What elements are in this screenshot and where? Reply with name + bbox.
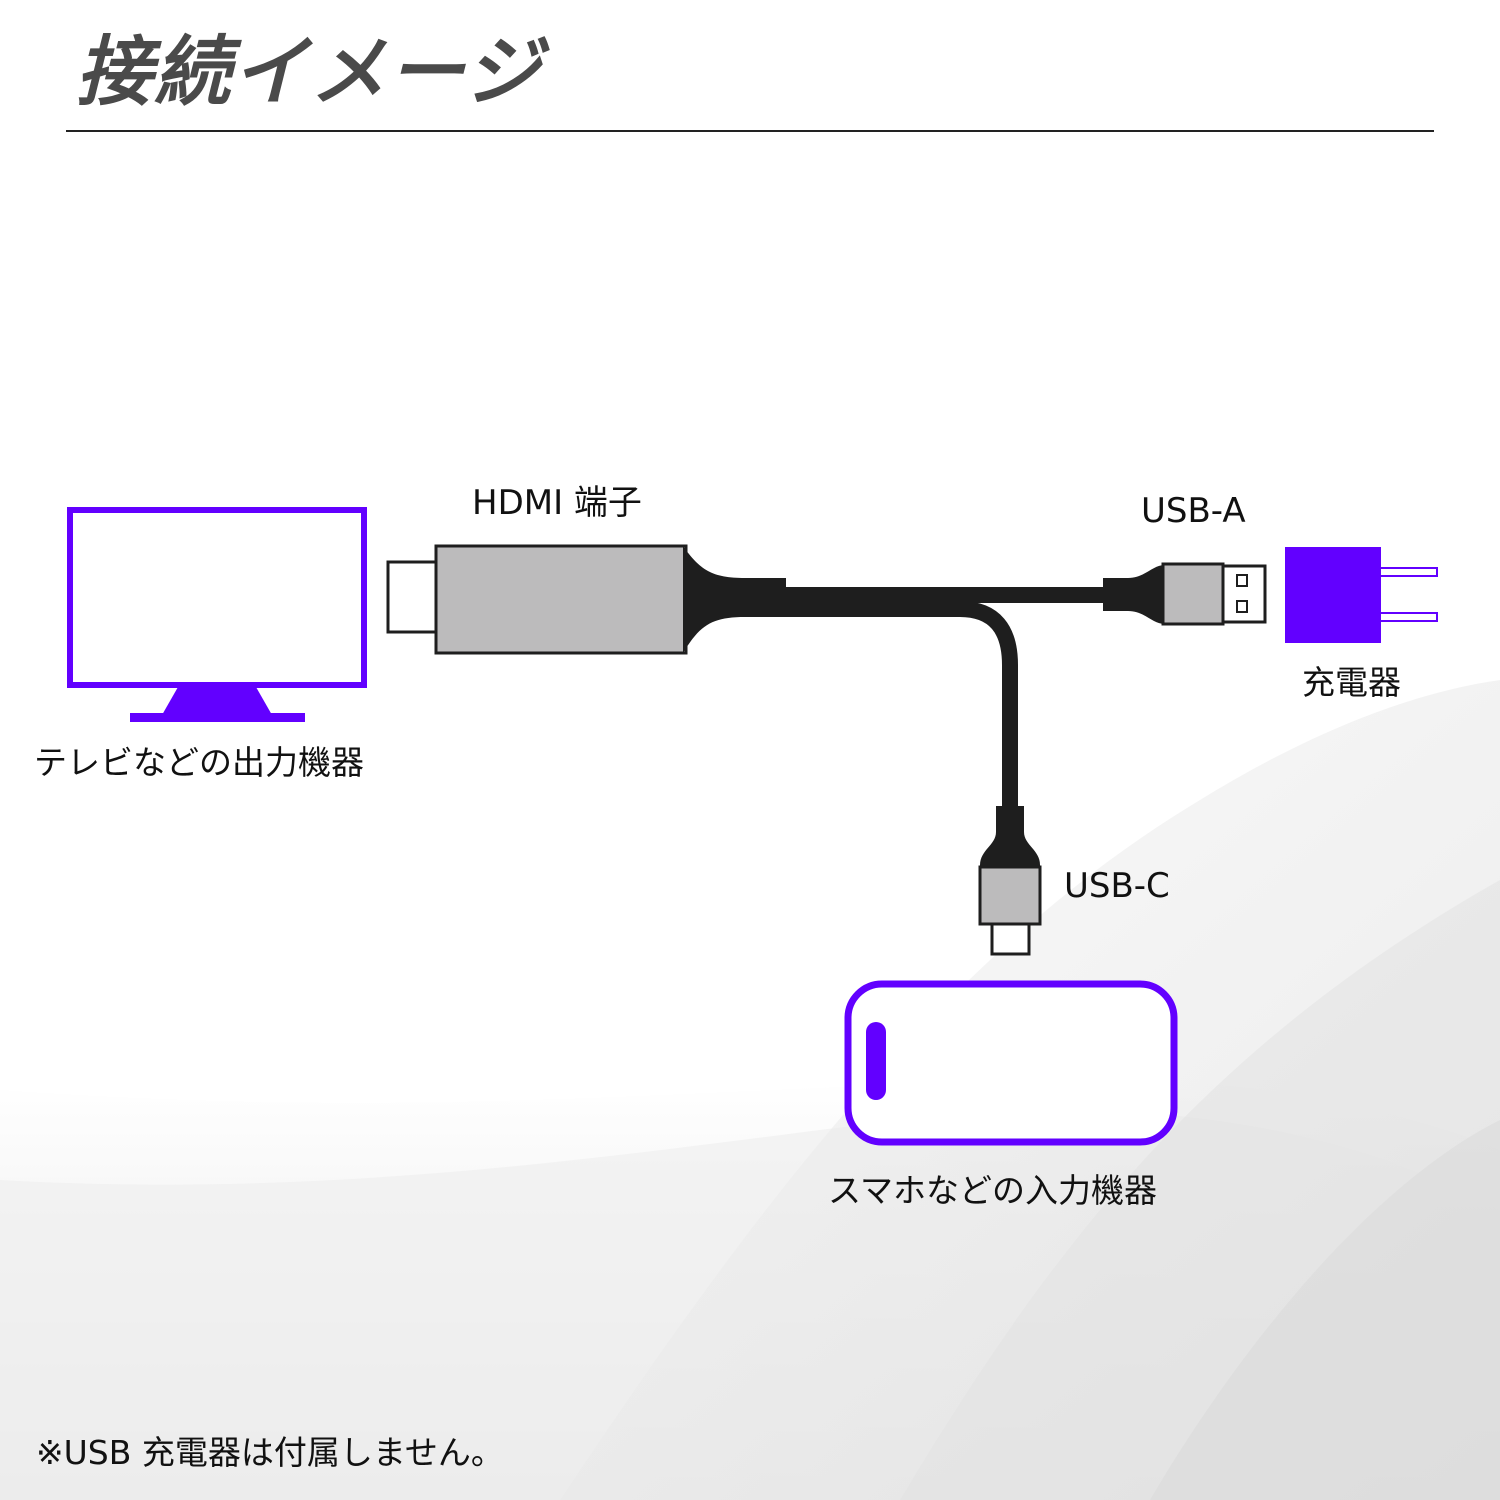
charger-icon [1285,547,1438,643]
title-divider [66,130,1434,132]
phone-label: スマホなどの入力機器 [828,1171,1158,1210]
charger-label: 充電器 [1302,663,1401,702]
tv-icon [67,507,367,722]
usb-a-label: USB-A [1141,491,1246,531]
cable-icon [786,587,1106,808]
footnote: ※USB 充電器は付属しません。 [36,1433,504,1472]
hdmi-label: HDMI 端子 [472,483,642,523]
hdmi-connector-icon [386,544,786,655]
usb-c-label: USB-C [1064,866,1170,906]
tv-label: テレビなどの出力機器 [34,743,364,782]
smartphone-icon [844,980,1178,1146]
usb-a-connector-icon [1103,562,1267,626]
usb-c-connector-icon [978,806,1042,956]
page-title: 接続イメージ [76,27,543,116]
